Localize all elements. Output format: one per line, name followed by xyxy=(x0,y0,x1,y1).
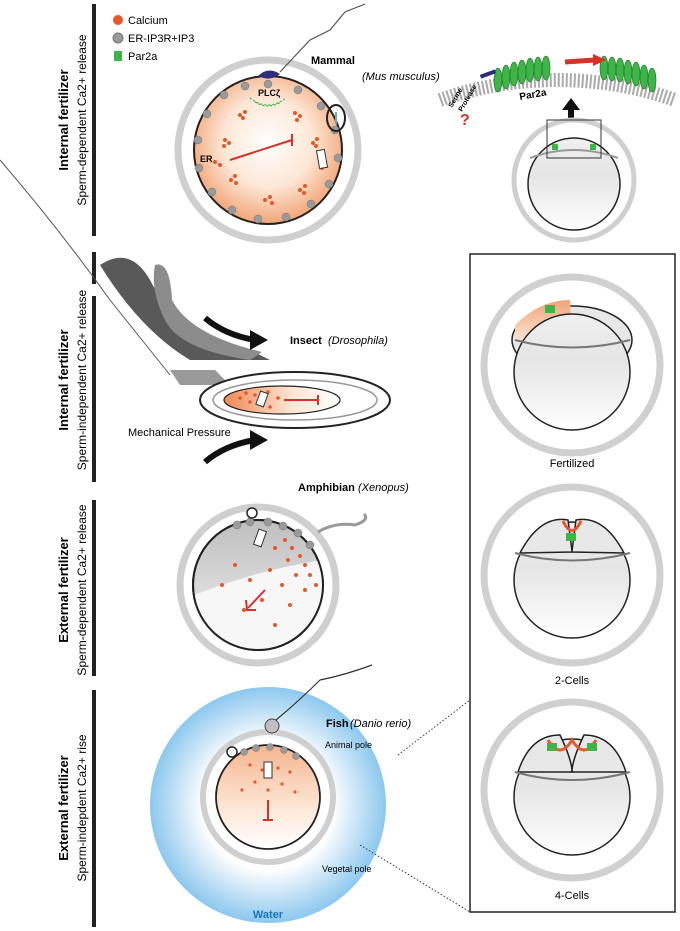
mammal-egg: Mammal (Mus musculus) PLCζ ER xyxy=(178,4,440,240)
section-label-2: Internal fertilizer Sperm-independent Ca… xyxy=(56,289,89,470)
fish-water: Water xyxy=(253,909,284,921)
mammal-name: Mammal xyxy=(311,55,355,67)
fish-animal-pole: Animal pole xyxy=(325,740,372,750)
par2a-inset: Serine Protease ? Par2a xyxy=(440,54,675,240)
inset-par2a: Par2a xyxy=(519,87,548,103)
fish-egg: Fish (Danio rerio) Animal pole Vegetal p… xyxy=(150,665,411,923)
calcium-legend-icon xyxy=(113,15,123,25)
section-4-title: External fertilizer xyxy=(56,755,71,861)
mammal-plc: PLCζ xyxy=(258,88,280,98)
fish-vegetal-pole: Vegetal pole xyxy=(322,864,372,874)
amphibian-species: (Xenopus) xyxy=(358,482,409,494)
section-4-subtitle: Sperm-indepdent Ca2+ rise xyxy=(75,734,89,881)
section-1-subtitle: Sperm-dependent Ca2+ release xyxy=(75,34,89,205)
section-bars xyxy=(92,4,96,927)
fish-species: (Danio rerio) xyxy=(350,718,411,730)
legend-calcium: Calcium xyxy=(128,15,168,27)
er-legend-icon xyxy=(113,33,123,43)
legend-er: ER-IP3R+IP3 xyxy=(128,33,194,45)
insect-name: Insect xyxy=(290,335,322,347)
insect-pressure: Mechanical Pressure xyxy=(128,427,231,439)
section-2-subtitle: Sperm-independent Ca2+ release xyxy=(75,289,89,470)
legend-par2a: Par2a xyxy=(128,51,158,63)
stage-two-cells-label: 2-Cells xyxy=(555,675,590,687)
mammal-species: (Mus musculus) xyxy=(362,71,440,83)
mammal-er: ER xyxy=(200,154,213,164)
section-2-title: Internal fertilizer xyxy=(56,329,71,430)
inset-question: ? xyxy=(460,112,470,129)
stage-four-cells-label: 4-Cells xyxy=(555,890,590,902)
section-3-title: External fertilizer xyxy=(56,537,71,643)
amphibian-egg: Amphibian (Xenopus) xyxy=(180,482,409,663)
cleavage-panel: Fertilized 2-Cells 4-Cells xyxy=(470,254,675,912)
section-1-title: Internal fertilizer xyxy=(56,69,71,170)
legend: Calcium ER-IP3R+IP3 Par2a xyxy=(113,15,194,63)
section-label-1: Internal fertilizer Sperm-dependent Ca2+… xyxy=(56,34,89,205)
insect-species: (Drosophila) xyxy=(328,335,388,347)
amphibian-name: Amphibian xyxy=(298,482,355,494)
section-label-3: External fertilizer Sperm-dependent Ca2+… xyxy=(56,504,89,675)
stage-fertilized-label: Fertilized xyxy=(550,458,595,470)
section-label-4: External fertilizer Sperm-indepdent Ca2+… xyxy=(56,734,89,881)
section-3-subtitle: Sperm-dependent Ca2+ release xyxy=(75,504,89,675)
fish-name: Fish xyxy=(326,718,349,730)
par2a-legend-icon xyxy=(114,51,122,61)
